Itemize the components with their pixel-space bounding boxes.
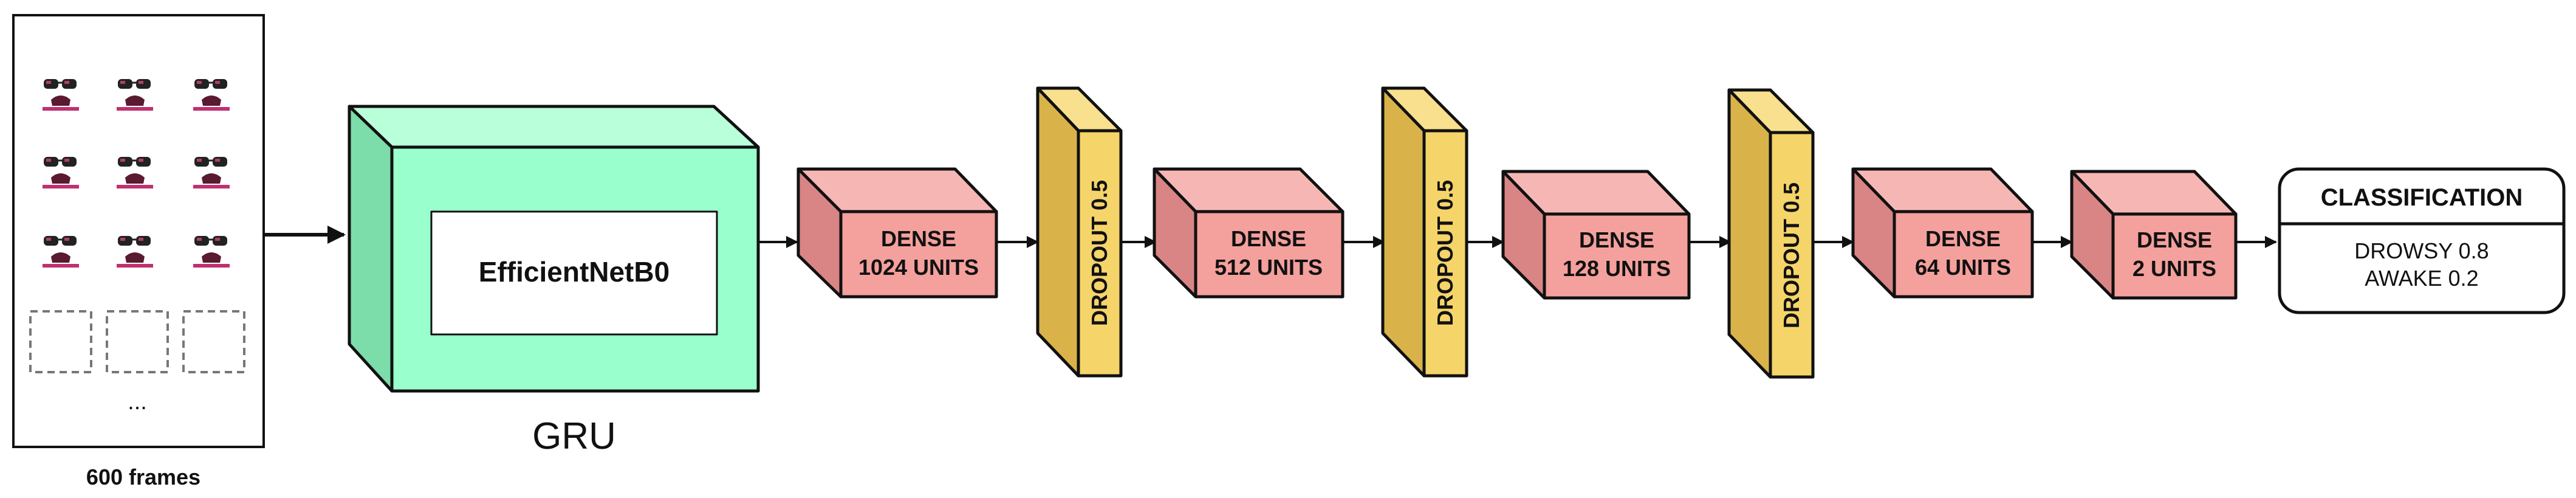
classification-box: [2278, 167, 2566, 314]
frames-ellipsis: ...: [128, 389, 147, 415]
dropout-1-label: DROPOUT 0.5: [1087, 180, 1112, 326]
dense-5-title: DENSE: [2137, 227, 2212, 252]
dropout-block-2: [1381, 86, 1468, 378]
dense-3-units: 128 UNITS: [1563, 256, 1671, 281]
classification-drowsy: DROWSY 0.8: [2354, 238, 2489, 263]
dense-block-5: [2070, 170, 2238, 300]
classification-header: CLASSIFICATION: [2321, 184, 2523, 211]
frames-panel: ...: [12, 14, 265, 448]
backbone-caption: GRU: [532, 415, 616, 457]
dense-3-title: DENSE: [1579, 227, 1654, 252]
dense-block-3: [1501, 170, 1691, 300]
dense-block-2: [1153, 167, 1345, 299]
dropout-3-label: DROPOUT 0.5: [1779, 182, 1804, 328]
dense-4-title: DENSE: [1925, 226, 2001, 251]
classification-awake: AWAKE 0.2: [2365, 266, 2478, 291]
empty-frame-slots: [29, 310, 245, 373]
frames-caption: 600 frames: [86, 465, 200, 489]
dense-2-title: DENSE: [1231, 226, 1306, 251]
dense-2-units: 512 UNITS: [1214, 255, 1323, 280]
dropout-block-3: [1727, 88, 1815, 379]
dense-block-1: [796, 167, 998, 299]
dense-1-units: 1024 UNITS: [858, 255, 979, 280]
efficientnet-box: [430, 210, 718, 336]
dropout-2-label: DROPOUT 0.5: [1433, 180, 1458, 326]
dense-4-units: 64 UNITS: [1915, 255, 2011, 280]
dense-1-title: DENSE: [881, 226, 956, 251]
dense-block-4: [1851, 167, 2034, 299]
efficientnet-label: EfficientNetB0: [479, 256, 670, 288]
backbone-block: [348, 105, 760, 393]
frame-thumbnails: [41, 72, 231, 269]
dense-5-units: 2 UNITS: [2132, 256, 2216, 281]
dropout-block-1: [1036, 86, 1123, 378]
flow-arrows: [265, 226, 2277, 248]
